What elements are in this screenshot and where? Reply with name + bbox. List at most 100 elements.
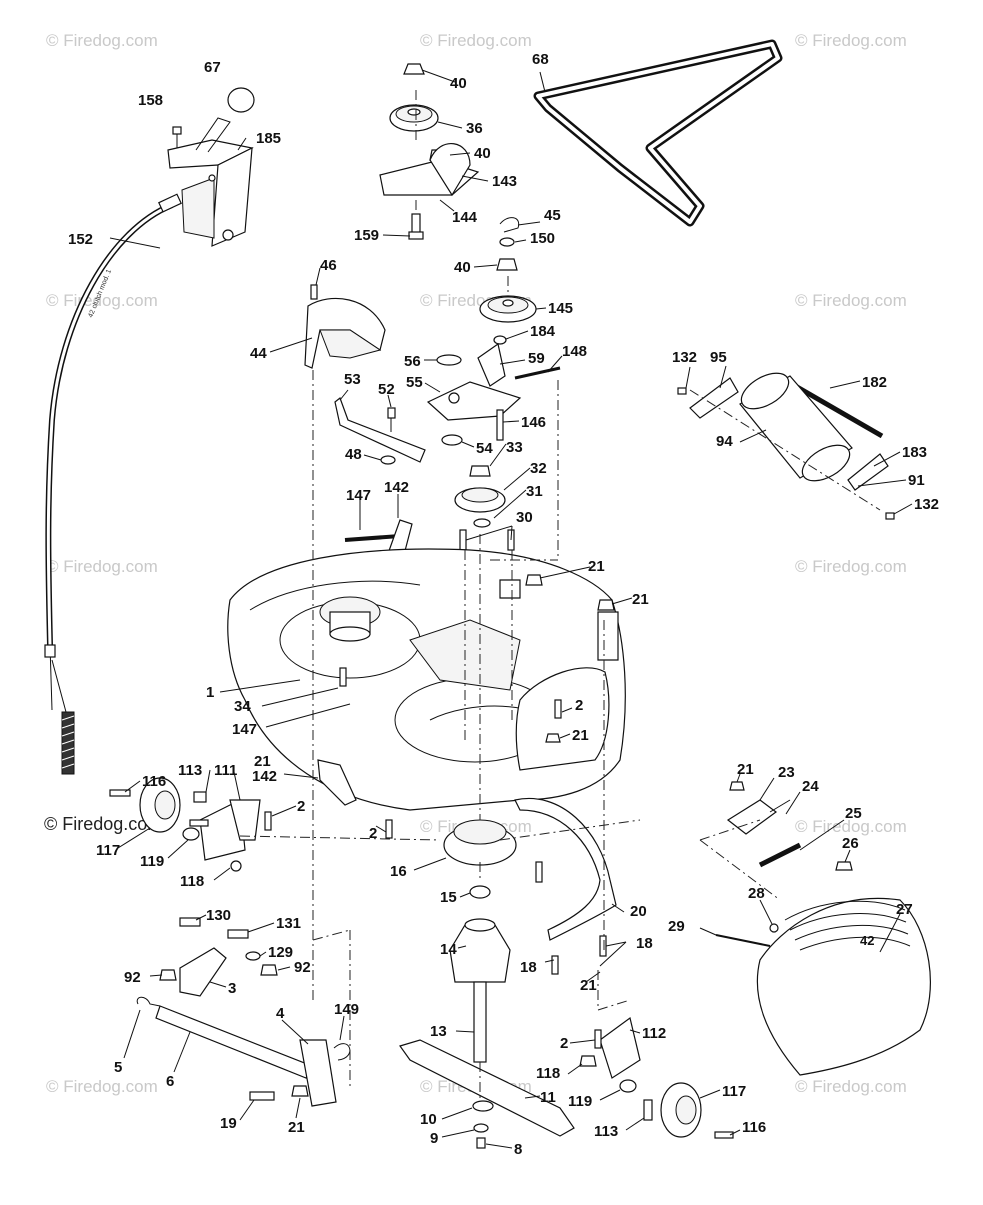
callout-label: 184 xyxy=(530,323,556,340)
callout-label: 18 xyxy=(636,935,653,952)
callout-label: 26 xyxy=(842,835,859,852)
callout-label: 183 xyxy=(902,444,927,461)
watermark: © Firedog.com xyxy=(46,31,158,50)
callout-label: 129 xyxy=(268,944,293,961)
callout-label: 8 xyxy=(514,1141,522,1158)
callout-label: 144 xyxy=(452,209,478,226)
bracket-part xyxy=(317,759,357,806)
callout-label: 95 xyxy=(710,349,727,366)
belt-guide-part xyxy=(514,797,617,941)
blade-group xyxy=(399,1039,575,1149)
callout-label: 55 xyxy=(406,374,423,391)
center-idler-stack xyxy=(479,217,537,345)
callout-label: 31 xyxy=(526,483,543,500)
callout-label: 132 xyxy=(914,496,939,513)
callout-label: 20 xyxy=(630,903,647,920)
callout-label: 21 xyxy=(588,558,605,575)
callout-label: 54 xyxy=(476,440,493,457)
callout-label: 48 xyxy=(345,446,362,463)
callout-label: 30 xyxy=(516,509,533,526)
idler-plate-part xyxy=(426,342,561,446)
callout-label: 67 xyxy=(204,59,221,76)
belt-cover-part xyxy=(304,284,386,369)
watermark: © Firedog.com xyxy=(795,557,907,576)
callout-label: 36 xyxy=(466,120,483,137)
callout-label: 2 xyxy=(297,798,305,815)
clutch-cable-part: 42 clutch mod. 1 xyxy=(44,193,182,775)
callout-label: 92 xyxy=(124,969,141,986)
callout-label: 21 xyxy=(572,727,589,744)
mower-deck-part xyxy=(227,548,626,811)
callout-label: 4 xyxy=(276,1005,285,1022)
screw-part xyxy=(172,126,182,150)
lift-link-group xyxy=(136,996,351,1107)
callout-label: 40 xyxy=(450,75,467,92)
callout-label: 2 xyxy=(575,697,583,714)
watermark: © Firedog.com xyxy=(46,291,158,310)
callout-label: 91 xyxy=(908,472,925,489)
callout-label: 19 xyxy=(220,1115,237,1132)
callout-label: 94 xyxy=(716,433,733,450)
callout-label: 113 xyxy=(594,1123,618,1140)
callout-label: 148 xyxy=(562,343,587,360)
callout-label: 68 xyxy=(532,51,549,68)
callout-label: 150 xyxy=(530,230,555,247)
callout-label: 142 xyxy=(252,768,277,785)
callout-label: 119 xyxy=(140,853,164,870)
callout-label: 33 xyxy=(506,439,523,456)
left-gauge-wheel-group xyxy=(109,777,261,872)
watermark: © Firedog.com xyxy=(795,31,907,50)
callout-label: 10 xyxy=(420,1111,437,1128)
callout-label: 52 xyxy=(378,381,395,398)
callout-label: 15 xyxy=(440,889,457,906)
callout-label: 2 xyxy=(369,825,377,842)
watermark: © Firedog.com xyxy=(795,291,907,310)
callout-label: 21 xyxy=(288,1119,305,1136)
callout-label: 14 xyxy=(440,941,457,958)
callout-label: 3 xyxy=(228,980,236,997)
callout-label: 146 xyxy=(521,414,546,431)
spring-part xyxy=(344,534,401,542)
callout-label: 182 xyxy=(862,374,887,391)
callout-label: 2 xyxy=(560,1035,568,1052)
callout-label: 24 xyxy=(802,778,819,795)
callout-label: 21 xyxy=(632,591,649,608)
callout-label: 40 xyxy=(474,145,491,162)
callout-label: 117 xyxy=(96,842,120,859)
callout-label: 119 xyxy=(568,1093,592,1110)
callout-label: 53 xyxy=(344,371,361,388)
right-gauge-wheel-group xyxy=(579,1016,734,1139)
knob-part xyxy=(227,87,255,113)
callout-label: 16 xyxy=(390,863,407,880)
callout-label: 116 xyxy=(742,1119,766,1136)
callout-label: 34 xyxy=(234,698,251,715)
callout-label: 116 xyxy=(142,773,166,790)
callout-label: 111 xyxy=(214,762,237,779)
callout-label: 118 xyxy=(536,1065,560,1082)
callout-label: 13 xyxy=(430,1023,447,1040)
bolt-part xyxy=(339,667,347,687)
bolt-part xyxy=(599,935,607,957)
discharge-chute-group: 42 xyxy=(715,781,931,1076)
callout-label: 27 xyxy=(896,901,913,918)
callout-label: 185 xyxy=(256,130,281,147)
deck-pulley-stack xyxy=(454,465,515,551)
watermark: © Firedog.com xyxy=(795,1077,907,1096)
nut-part xyxy=(525,574,543,586)
callout-label: 92 xyxy=(294,959,311,976)
bolt-part xyxy=(551,955,559,975)
callout-label: 145 xyxy=(548,300,573,317)
spindle-assembly-part xyxy=(443,819,517,1063)
callout-label: 6 xyxy=(166,1073,174,1090)
callout-label: 132 xyxy=(672,349,697,366)
callout-label: 149 xyxy=(334,1001,359,1018)
watermark: © Firedog.com xyxy=(46,557,158,576)
callout-label: 21 xyxy=(737,761,754,778)
watermark: © Firedog.com xyxy=(420,31,532,50)
callout-label: 21 xyxy=(580,977,597,994)
bolt-part xyxy=(535,861,543,883)
callout-label: 56 xyxy=(404,353,421,370)
callout-label: 152 xyxy=(68,231,93,248)
